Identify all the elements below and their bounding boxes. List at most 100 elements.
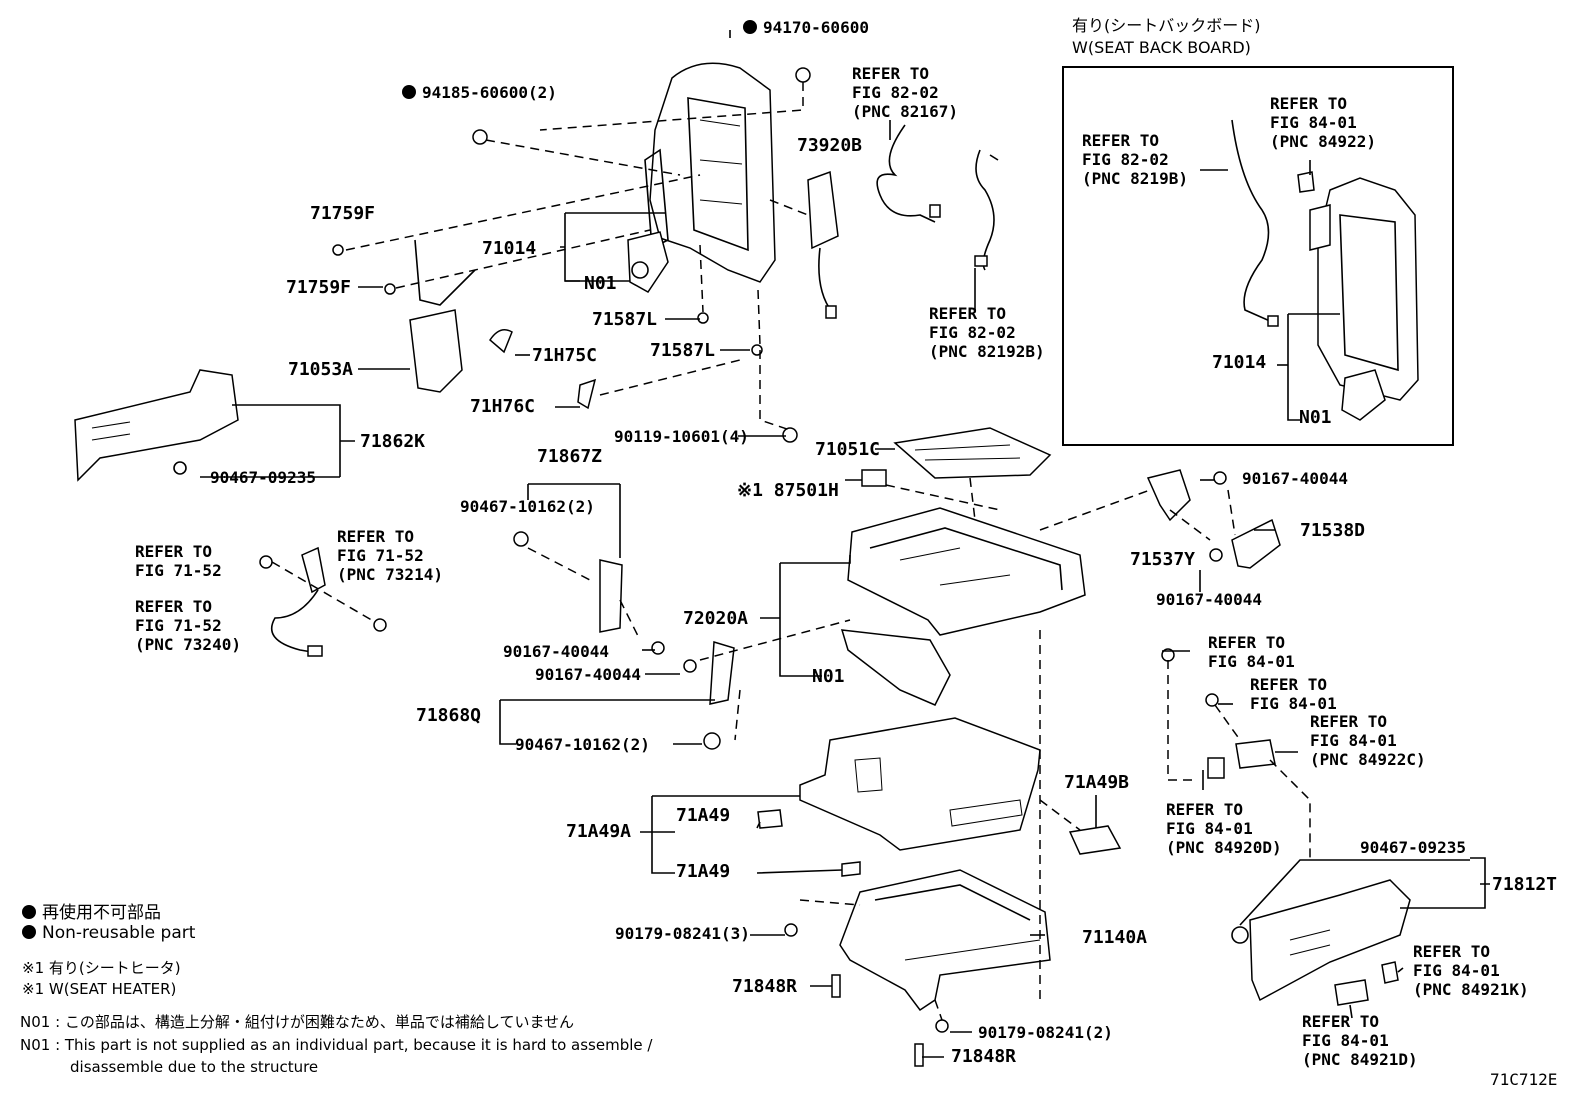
base-frame-71140a xyxy=(839,869,1051,1012)
recliner-motor xyxy=(627,231,669,293)
part-90167-40044-m1: 90167-40044 xyxy=(503,642,609,661)
part-71h76c: 71H76C xyxy=(470,396,536,417)
part-n01-top: N01 xyxy=(584,273,617,294)
non-reusable-dot-icon xyxy=(22,905,36,919)
inset-panel xyxy=(1062,66,1454,446)
part-71a49-a: 71A49 xyxy=(676,805,731,826)
part-90179-08241-2: 90179-08241(2) xyxy=(978,1023,1113,1042)
inset-part-71014: 71014 xyxy=(1212,352,1267,373)
switch-84920d xyxy=(1207,757,1225,779)
refer-84920d: REFER TO FIG 84-01 (PNC 84920D) xyxy=(1166,800,1282,857)
under-tray-71a49a xyxy=(799,717,1041,851)
figure-id: 71C712E xyxy=(1490,1070,1558,1089)
cover-71868q xyxy=(709,641,735,705)
part-90467-09235-left: 90467-09235 xyxy=(210,468,316,487)
note-n01-en-1: N01 : This part is not supplied as an in… xyxy=(20,1036,653,1054)
part-71759f-b: 71759F xyxy=(286,277,352,298)
refer-84-01-a: REFER TO FIG 84-01 xyxy=(1208,633,1295,671)
non-reusable-dot-icon xyxy=(743,20,757,34)
refer-84921d: REFER TO FIG 84-01 (PNC 84921D) xyxy=(1302,1012,1418,1069)
clip-71h76c xyxy=(577,378,597,410)
part-71a49b: 71A49B xyxy=(1064,772,1130,793)
cushion-frame-72020a xyxy=(847,507,1086,636)
switch-84922c xyxy=(1235,739,1276,769)
refer-73214: REFER TO FIG 71-52 (PNC 73214) xyxy=(337,527,443,584)
part-90467-10162-a: 90467-10162(2) xyxy=(460,497,595,516)
part-71051c: 71051C xyxy=(815,439,881,460)
part-94185-60600: 94185-60600(2) xyxy=(402,83,557,102)
part-71587l-a: 71587L xyxy=(592,309,658,330)
part-71862k: 71862K xyxy=(360,431,426,452)
seat-belt-buckle xyxy=(270,546,326,657)
note-n01-en-2: disassemble due to the structure xyxy=(70,1058,319,1076)
part-71812t: 71812T xyxy=(1492,874,1558,895)
part-71848r-a: 71848R xyxy=(732,976,798,997)
pad-71a49-a xyxy=(757,809,783,829)
sensor-87501h xyxy=(861,469,887,487)
cover-71867z xyxy=(599,559,623,633)
heater-mark: ※1 xyxy=(737,480,763,501)
seat-back-frame xyxy=(644,62,776,283)
bracket-71538d xyxy=(1231,518,1281,569)
part-94170-60600: 94170-60600 xyxy=(743,18,869,37)
slide-mechanism xyxy=(840,629,951,706)
leader-lines xyxy=(200,30,1490,1058)
part-71h75c: 71H75C xyxy=(532,345,598,366)
legend-nonreuse-jp: 再使用不可部品 xyxy=(22,898,161,923)
non-reusable-dot-icon xyxy=(402,85,416,99)
refer-73240: REFER TO FIG 71-52 (PNC 73240) xyxy=(135,597,241,654)
part-90467-09235-right: 90467-09235 xyxy=(1360,838,1466,857)
wire-harness-82192b xyxy=(974,149,999,271)
inset-part-n01: N01 xyxy=(1299,407,1332,428)
refer-84-01-b: REFER TO FIG 84-01 xyxy=(1250,675,1337,713)
note-n01-jp: N01 : この部品は、構造上分解・組付けが困難なため、単品では補給していません xyxy=(20,1013,575,1031)
part-n01-mid: N01 xyxy=(812,666,845,687)
refer-84921k: REFER TO FIG 84-01 (PNC 84921K) xyxy=(1413,942,1529,999)
part-71014: 71014 xyxy=(482,238,537,259)
part-71a49-b: 71A49 xyxy=(676,861,731,882)
part-90119-10601: 90119-10601(4) xyxy=(614,427,749,446)
part-71a49a: 71A49A xyxy=(566,821,632,842)
inset-refer-8219b: REFER TO FIG 82-02 (PNC 8219B) xyxy=(1082,131,1188,188)
side-airbag xyxy=(807,170,839,319)
part-71867z: 71867Z xyxy=(537,446,603,467)
side-cover-71812t xyxy=(1231,879,1411,1006)
refer-71-52-a: REFER TO FIG 71-52 xyxy=(135,542,222,580)
refer-82192b: REFER TO FIG 82-02 (PNC 82192B) xyxy=(929,304,1045,361)
part-90467-10162-b: 90467-10162(2) xyxy=(515,735,650,754)
part-90167-40044-r2: 90167-40044 xyxy=(1156,590,1262,609)
assembly-dashed-lines xyxy=(271,82,1311,1021)
part-71848r-b: 71848R xyxy=(951,1046,1017,1067)
bracket-71053a xyxy=(409,239,476,393)
inset-seat-back-frame xyxy=(1200,119,1419,421)
legend-nonreuse-en: Non-reusable part xyxy=(22,923,195,943)
pad-71a49b xyxy=(1068,825,1122,855)
pad-71a49-b xyxy=(841,861,861,877)
part-71538d: 71538D xyxy=(1300,520,1366,541)
part-71868q: 71868Q xyxy=(416,705,482,726)
clip-71h75c xyxy=(489,329,513,354)
part-71537y: 71537Y xyxy=(1130,549,1196,570)
part-90167-40044-r1: 90167-40044 xyxy=(1242,469,1348,488)
part-87501h: ※1 87501H xyxy=(737,480,839,501)
non-reusable-dot-icon xyxy=(22,925,36,939)
part-71587l-b: 71587L xyxy=(650,340,716,361)
spring-mat-71051c xyxy=(893,427,1052,479)
refer-84922c: REFER TO FIG 84-01 (PNC 84922C) xyxy=(1310,712,1426,769)
refer-82167: REFER TO FIG 82-02 (PNC 82167) xyxy=(852,64,958,121)
part-90179-08241-3: 90179-08241(3) xyxy=(615,924,750,943)
part-71759f-a: 71759F xyxy=(310,203,376,224)
inset-title-jp: 有り(シートバックボード) xyxy=(1072,16,1261,35)
part-71053a: 71053A xyxy=(288,359,354,380)
wire-harness-82167 xyxy=(876,124,941,223)
part-72020a: 72020A xyxy=(683,608,749,629)
part-90167-40044-m2: 90167-40044 xyxy=(535,665,641,684)
part-73920b: 73920B xyxy=(797,135,863,156)
legend-heater-en: ※1 W(SEAT HEATER) xyxy=(22,980,177,998)
inset-refer-84922: REFER TO FIG 84-01 (PNC 84922) xyxy=(1270,94,1376,151)
bracket-71537y xyxy=(1146,469,1191,522)
part-71140a: 71140A xyxy=(1082,927,1148,948)
legend-heater-jp: ※1 有り(シートヒータ) xyxy=(22,959,181,977)
inset-title-en: W(SEAT BACK BOARD) xyxy=(1072,38,1251,57)
